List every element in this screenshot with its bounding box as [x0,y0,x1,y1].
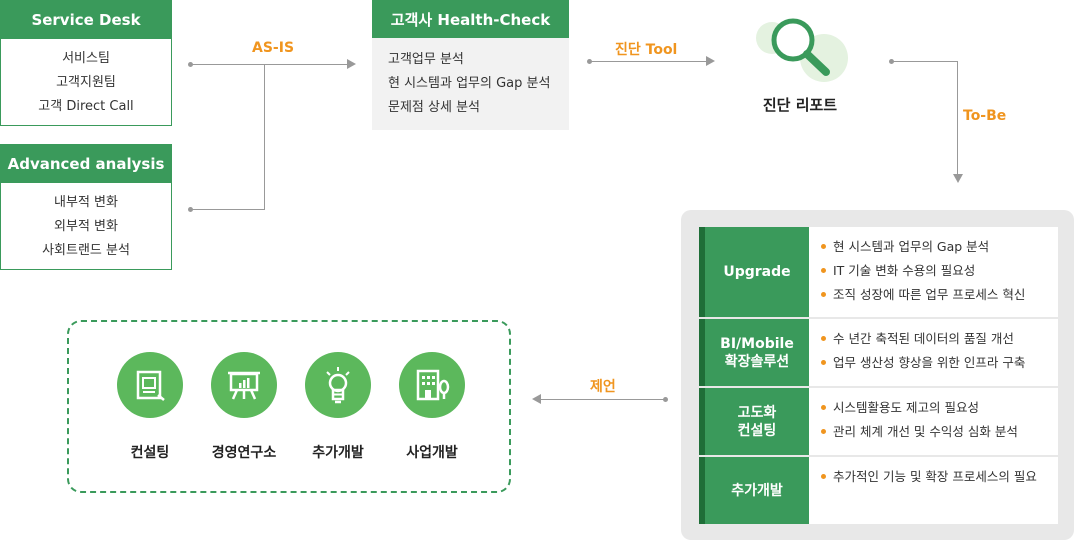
arrow-right-icon [706,56,715,66]
connector-line [190,64,348,65]
row-list: 시스템활용도 제고의 필요성 관리 체계 개선 및 수익성 심화 분석 [809,388,1018,455]
list-item: 서비스팀 [62,51,110,66]
row-label-text: 고도화 컨설팅 [737,404,777,439]
service-name: 추가개발 [312,445,364,461]
service-icon-circle [305,352,371,418]
proposal-label: 제언 [590,379,616,395]
building-icon [416,369,450,401]
service-research: 경영연구소 [199,352,289,462]
advanced-analysis-card: Advanced analysis 내부적 변화 외부적 변화 사회트랜드 분석 [0,144,172,270]
advanced-analysis-list: 내부적 변화 외부적 변화 사회트랜드 분석 [1,183,171,263]
service-name: 경영연구소 [211,445,277,461]
service-desk-list: 서비스팀 고객지원팀 고객 Direct Call [1,39,171,119]
as-is-label: AS-IS [252,40,295,56]
list-item: IT 기술 변화 수용의 필요성 [821,259,1025,283]
list-item: 시스템활용도 제고의 필요성 [821,396,1018,420]
connector-line [589,61,707,62]
to-be-row-consulting: 고도화 컨설팅 시스템활용도 제고의 필요성 관리 체계 개선 및 수익성 심화… [699,388,1058,455]
service-icon-circle [117,352,183,418]
service-business: 사업개발 [387,352,477,462]
list-item: 고객업무 분석 [388,52,464,67]
list-item: 문제점 상세 분석 [388,100,480,115]
document-icon [136,370,165,401]
service-desk-card: Service Desk 서비스팀 고객지원팀 고객 Direct Call [0,0,172,126]
health-check-box: 고객사 Health-Check 고객업무 분석 현 시스템과 업무의 Gap … [372,0,569,130]
row-list: 현 시스템과 업무의 Gap 분석 IT 기술 변화 수용의 필요성 조직 성장… [809,227,1025,317]
service-icon-circle [211,352,277,418]
to-be-row-bi-mobile: BI/Mobile 확장솔루션 수 년간 축적된 데이터의 품질 개선 업무 생… [699,319,1058,386]
service-consulting: 컨설팅 [105,352,195,462]
arrow-left-icon [532,394,541,404]
service-name: 사업개발 [406,445,458,461]
connector-line [891,61,958,62]
to-be-row-upgrade: Upgrade 현 시스템과 업무의 Gap 분석 IT 기술 변화 수용의 필… [699,227,1058,317]
advanced-analysis-title: Advanced analysis [1,145,171,183]
list-item: 추가적인 기능 및 확장 프로세스의 필요 [821,465,1037,486]
row-label-text: BI/Mobile 확장솔루션 [720,335,794,370]
arrow-right-icon [347,59,356,69]
connector-line [540,399,664,400]
to-be-row-additional-dev: 추가개발 추가적인 기능 및 확장 프로세스의 필요 [699,457,1058,524]
report-title: 진단 리포트 [762,96,838,114]
health-check-list: 고객업무 분석 현 시스템과 업무의 Gap 분석 문제점 상세 분석 [372,38,569,120]
connector-dot [663,397,668,402]
row-label: 추가개발 [699,457,809,524]
list-item: 수 년간 축적된 데이터의 품질 개선 [821,327,1025,351]
services-box: 컨설팅 경영연구소 [67,320,511,493]
row-list: 추가적인 기능 및 확장 프로세스의 필요 [809,457,1057,524]
list-item: 고객지원팀 [56,75,116,90]
health-check-title: 고객사 Health-Check [372,0,569,38]
presentation-board-icon [228,371,260,400]
list-item: 외부적 변화 [54,219,118,234]
lightbulb-icon [326,367,350,404]
service-name: 컨설팅 [130,445,170,461]
list-item: 조직 성장에 따른 업무 프로세스 혁신 [821,283,1025,307]
list-item: 내부적 변화 [54,195,118,210]
list-item: 관리 체계 개선 및 수익성 심화 분석 [821,420,1018,444]
connector-line [957,61,958,175]
service-development: 추가개발 [293,352,383,462]
row-label: Upgrade [699,227,809,317]
list-item: 사회트랜드 분석 [42,243,130,258]
to-be-panel: Upgrade 현 시스템과 업무의 Gap 분석 IT 기술 변화 수용의 필… [681,210,1074,540]
magnifier-icon [756,18,848,82]
row-label: 고도화 컨설팅 [699,388,809,455]
arrow-down-icon [953,174,963,183]
list-item: 현 시스템과 업무의 Gap 분석 [388,76,551,91]
row-label: BI/Mobile 확장솔루션 [699,319,809,386]
list-item: 고객 Direct Call [38,99,134,114]
service-icon-circle [399,352,465,418]
to-be-label: To-Be [963,108,1007,124]
service-desk-title: Service Desk [1,1,171,39]
list-item: 업무 생산성 향상을 위한 인프라 구축 [821,351,1025,375]
connector-line [264,64,265,210]
list-item: 현 시스템과 업무의 Gap 분석 [821,235,1025,259]
connector-line [190,209,265,210]
row-list: 수 년간 축적된 데이터의 품질 개선 업무 생산성 향상을 위한 인프라 구축 [809,319,1025,386]
diagnosis-tool-label: 진단 Tool [615,42,678,58]
